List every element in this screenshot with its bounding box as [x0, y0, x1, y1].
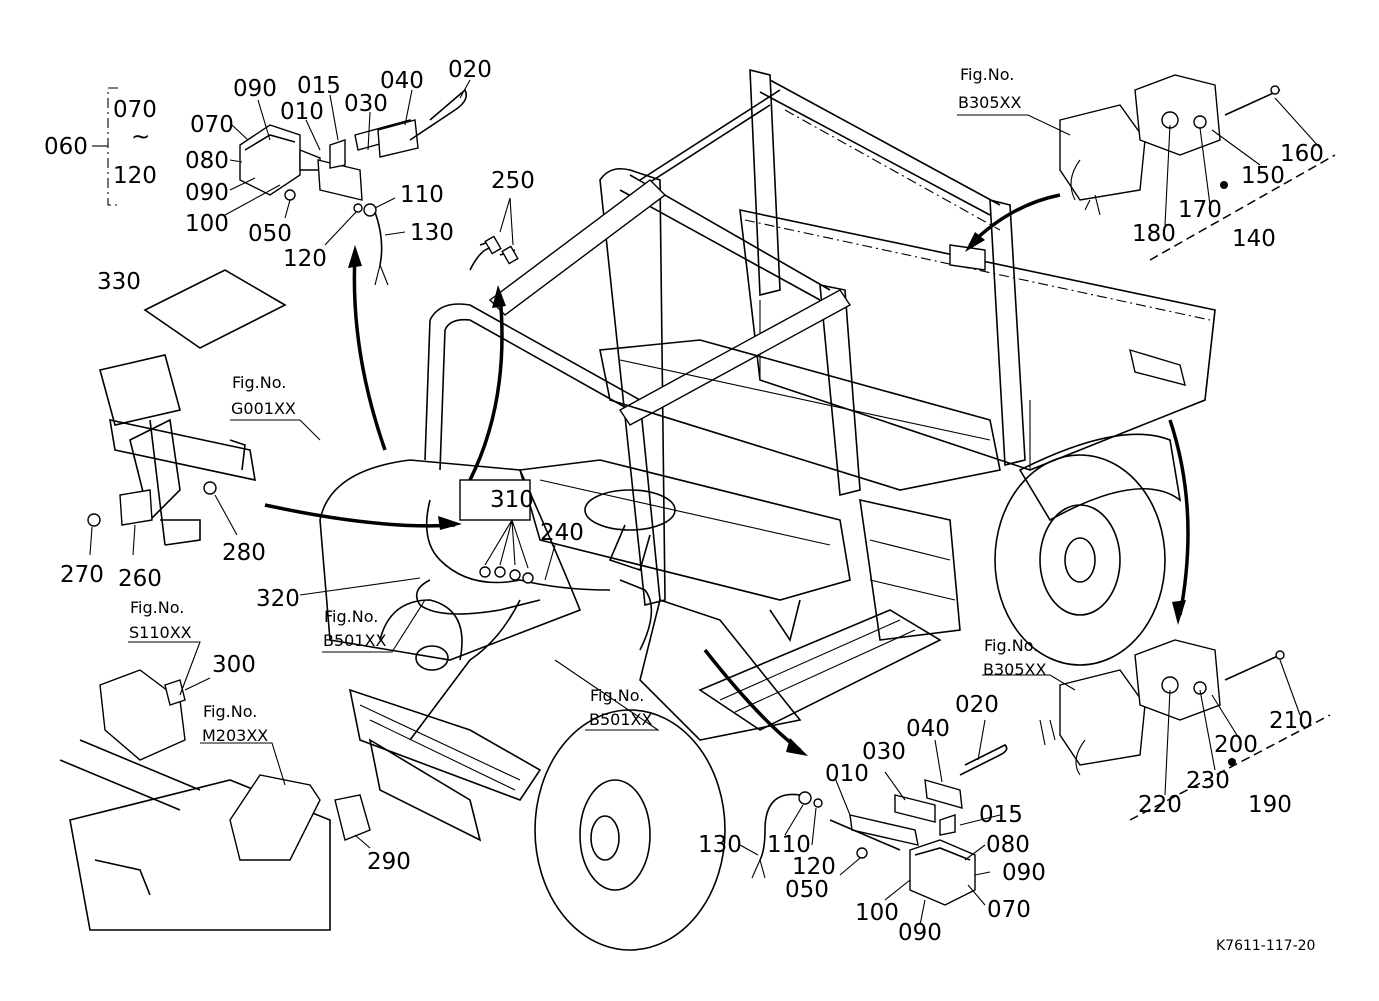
callout-090-b: 090 — [185, 180, 229, 206]
callout-100-b: 100 — [855, 900, 899, 926]
utility-vehicle-drawing — [319, 68, 1216, 951]
callout-100: 100 — [185, 211, 229, 237]
callout-120: 120 — [113, 163, 157, 189]
callout-090-d: 090 — [898, 920, 942, 946]
callout-090: 090 — [233, 76, 277, 102]
callout-070-c: 070 — [987, 897, 1031, 923]
sticker-330 — [143, 269, 287, 349]
fig-ref-caption-g001: Fig.No. — [232, 373, 286, 392]
fig-ref-caption-b305-bottom: Fig.No. — [984, 636, 1038, 655]
callout-220: 220 — [1138, 792, 1182, 818]
callout-140: 140 — [1232, 226, 1276, 252]
callout-010: 010 — [280, 99, 324, 125]
fig-ref-code-m203[interactable]: M203XX — [202, 726, 268, 745]
callout-050: 050 — [248, 221, 292, 247]
callout-290: 290 — [367, 849, 411, 875]
bulb-pair-250 — [469, 235, 519, 271]
left-work-lamp-assembly — [239, 88, 506, 481]
callout-110: 110 — [400, 182, 444, 208]
bottom-right-tail-lamp-assembly — [1039, 419, 1331, 821]
callout-numbers: 060 070 ~ 120 090 015 040 020 070 010 03… — [44, 57, 1324, 946]
callout-180: 180 — [1132, 221, 1176, 247]
fig-ref-caption-s110: Fig.No. — [130, 598, 184, 617]
callout-020: 020 — [448, 57, 492, 83]
fig-ref-code-b501-right[interactable]: B501XX — [589, 710, 652, 729]
callout-080: 080 — [185, 148, 229, 174]
callout-130: 130 — [410, 220, 454, 246]
callout-020-b: 020 — [955, 692, 999, 718]
callout-070-b: 070 — [190, 112, 234, 138]
callout-040: 040 — [380, 68, 424, 94]
wiring-harness-drawing — [409, 479, 653, 741]
callout-320: 320 — [256, 586, 300, 612]
callout-090-c: 090 — [1002, 860, 1046, 886]
figure-refs: Fig.No. B305XX Fig.No. G001XX Fig.No. S1… — [129, 65, 1046, 745]
callout-310: 310 — [490, 487, 534, 513]
callout-270: 270 — [60, 562, 104, 588]
fig-ref-code-b305-top[interactable]: B305XX — [958, 93, 1021, 112]
fig-ref-caption-b305-top: Fig.No. — [960, 65, 1014, 84]
callout-210: 210 — [1269, 708, 1313, 734]
callout-leaders — [89, 79, 1321, 926]
callout-130-b: 130 — [698, 832, 742, 858]
callout-040-b: 040 — [906, 716, 950, 742]
top-right-tail-lamp-assembly — [965, 74, 1336, 261]
fig-ref-code-b501-left[interactable]: B501XX — [323, 631, 386, 650]
callout-030: 030 — [344, 91, 388, 117]
callout-250: 250 — [491, 168, 535, 194]
drawing-code: K7611-117-20 — [1216, 938, 1315, 954]
callout-015: 015 — [297, 73, 341, 99]
callout-170: 170 — [1178, 197, 1222, 223]
callout-160: 160 — [1280, 141, 1324, 167]
callout-080-b: 080 — [986, 832, 1030, 858]
callout-260: 260 — [118, 566, 162, 592]
callout-010-b: 010 — [825, 761, 869, 787]
fig-ref-code-g001[interactable]: G001XX — [231, 399, 296, 418]
fig-ref-caption-m203: Fig.No. — [203, 702, 257, 721]
callout-200: 200 — [1214, 732, 1258, 758]
callout-240: 240 — [540, 520, 584, 546]
callout-230: 230 — [1186, 768, 1230, 794]
callout-150: 150 — [1241, 163, 1285, 189]
callout-060: 060 — [44, 134, 88, 160]
callout-330: 330 — [97, 269, 141, 295]
callout-190: 190 — [1248, 792, 1292, 818]
fig-ref-code-b305-bottom[interactable]: B305XX — [983, 660, 1046, 679]
callout-015-b: 015 — [979, 802, 1023, 828]
fig-ref-code-s110[interactable]: S110XX — [129, 623, 192, 642]
right-work-lamp-assembly — [703, 648, 1008, 906]
callout-280: 280 — [222, 540, 266, 566]
fig-ref-caption-b501-left: Fig.No. — [324, 607, 378, 626]
fig-ref-caption-b501-right: Fig.No. — [590, 686, 644, 705]
front-bracket-drawing — [87, 354, 462, 546]
callout-120-c: 120 — [792, 854, 836, 880]
callout-300: 300 — [212, 652, 256, 678]
callout-110-b: 110 — [767, 832, 811, 858]
callout-tilde: ~ — [131, 124, 150, 150]
callout-050-b: 050 — [785, 877, 829, 903]
callout-120-b: 120 — [283, 246, 327, 272]
callout-030-b: 030 — [862, 739, 906, 765]
callout-070: 070 — [113, 97, 157, 123]
dash-panel-drawing — [59, 669, 371, 931]
